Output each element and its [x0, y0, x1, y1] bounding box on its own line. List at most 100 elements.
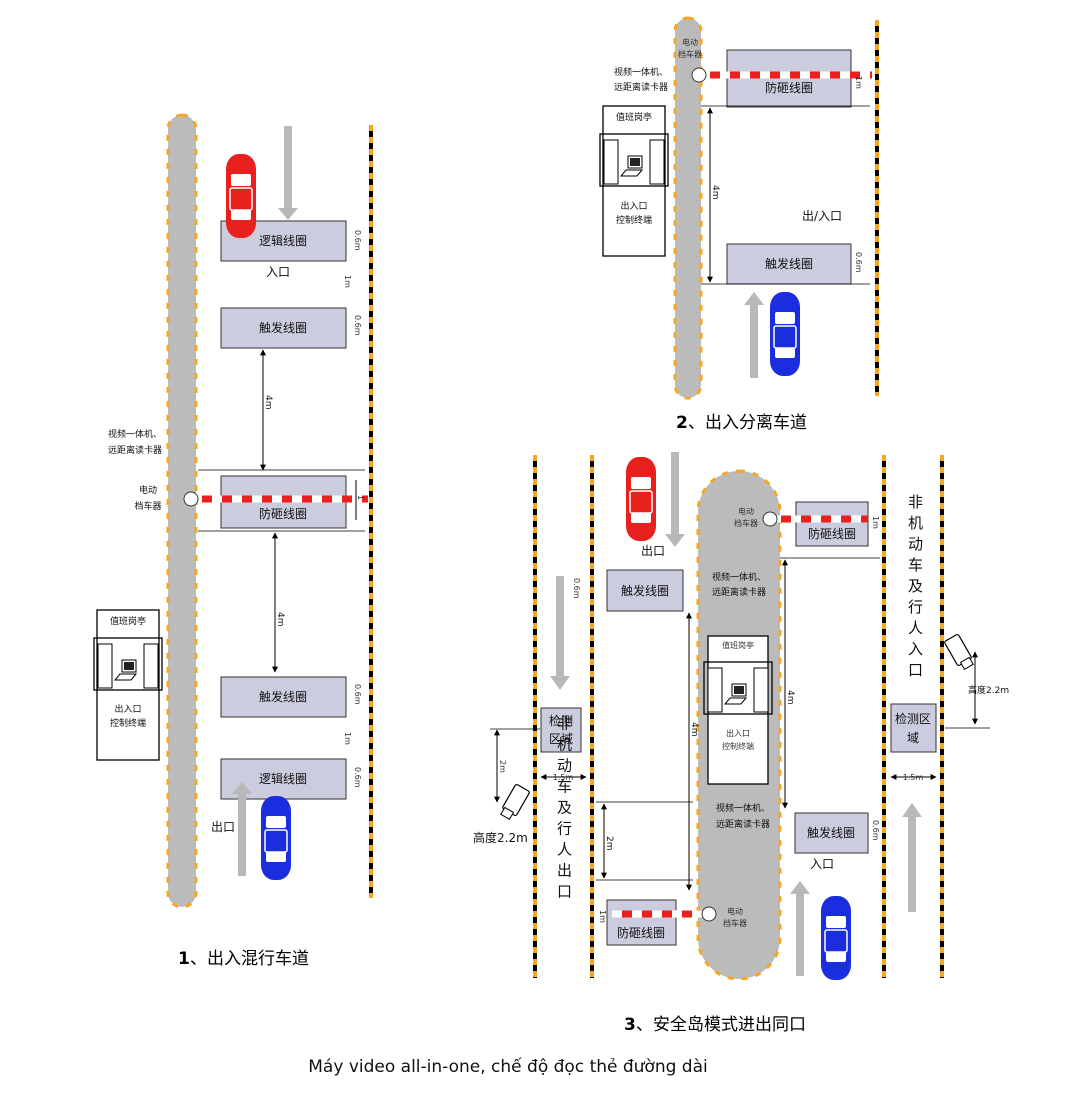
pedestrian-entry-label: 非机动车及行人入口 — [906, 494, 924, 683]
caption: Máy video all-in-one, chế độ đọc thẻ đườ… — [308, 1056, 707, 1077]
dim-4m-b: 4m — [275, 612, 285, 627]
camera-label-1a: 视频一体机、 — [108, 428, 162, 440]
dim-06-c: 0.6m — [353, 684, 362, 705]
barrier-label-2a: 电动 — [682, 37, 698, 47]
detect-box-left — [540, 707, 582, 753]
anti-smash-top-label: 防砸线圈 — [808, 526, 856, 541]
terminal-label-1a: 出入口 — [114, 703, 141, 715]
red-car-icon-3 — [625, 456, 657, 542]
barrier-label-1b: 档车器 — [134, 500, 161, 512]
camera-label-2b: 远距离读卡器 — [614, 81, 668, 93]
trigger-loop-exit — [606, 569, 684, 612]
trigger-loop-entry — [794, 812, 869, 854]
dim-1m-bottom-3: 1m — [598, 910, 607, 923]
exit-label-1: 出口 — [211, 820, 235, 834]
terminal-label-3a: 出入口 — [726, 728, 750, 738]
dim-06-right-3: 0.6m — [871, 820, 880, 841]
red-car-icon — [225, 153, 257, 239]
title-1: 、出入混行车道 — [190, 949, 309, 969]
pedestrian-exit-label: 非机动车及行人出口 — [555, 716, 573, 905]
dim-2m-left: 2m — [498, 760, 507, 773]
detect-right-1: 检测区 — [895, 711, 931, 726]
blue-car-icon-2 — [769, 291, 801, 377]
barrier-icon-3-bottom — [701, 906, 717, 922]
dim-15-right: 1.5m — [903, 773, 924, 782]
logic-loop-bottom-label: 逻辑线圈 — [259, 772, 307, 786]
title-2: 、出入分离车道 — [688, 413, 807, 433]
ped-exit-arrow — [550, 576, 570, 690]
dim-06-d: 0.6m — [353, 767, 362, 788]
dim-15-left: 1.5m — [553, 773, 574, 782]
in-out-label-2: 出/入口 — [802, 209, 842, 223]
blue-car-icon — [260, 795, 292, 881]
title-num-2: 2 — [676, 413, 688, 433]
trigger-loop-bottom — [220, 676, 347, 718]
anti-smash-label-2: 防砸线圈 — [765, 80, 813, 95]
diagram-3: 触发线圈 防砸线圈 触发线圈 防砸线圈 检测 区域 检测区 域 — [473, 452, 1009, 1035]
blue-car-icon-3 — [820, 895, 852, 981]
detect-right-2: 域 — [907, 731, 919, 745]
camera-label-2a: 视频一体机、 — [614, 66, 668, 78]
anti-smash-bottom-label: 防砸线圈 — [617, 925, 665, 940]
trigger-loop-2 — [726, 243, 852, 285]
height-right-label: 高度2.2m — [968, 684, 1009, 696]
terminal-label-2b: 控制终端 — [616, 214, 652, 226]
diagram-1: 逻辑线圈 触发线圈 防砸线圈 触发线圈 逻辑线圈 入口 出口 视频一体机、 远距… — [93, 113, 373, 969]
camera-label-3-top-b: 远距离读卡器 — [712, 586, 766, 598]
dim-1m-top-3: 1m — [871, 516, 880, 529]
terminal-label-2a: 出入口 — [620, 200, 647, 212]
detect-left-1: 检测 — [549, 713, 573, 728]
barrier-label-3-bot-b: 档车器 — [723, 918, 747, 928]
barrier-label-3-bot-a: 电动 — [727, 906, 743, 916]
terminal-label-1b: 控制终端 — [110, 717, 146, 729]
island-2 — [673, 16, 703, 400]
title-num-1: 1 — [178, 949, 190, 969]
trigger-label-2: 触发线圈 — [765, 256, 813, 271]
anti-smash-loop-label: 防砸线圈 — [259, 506, 307, 521]
barrier-icon-3-top — [762, 511, 778, 527]
trigger-loop-bottom-label: 触发线圈 — [259, 689, 307, 704]
trigger-loop-entry-label: 触发线圈 — [807, 825, 855, 840]
barrier-icon-2 — [691, 67, 707, 83]
dim-06-left-3: 0.6m — [572, 578, 581, 599]
dim-4m-a: 4m — [263, 395, 273, 410]
exit-arrow-3 — [665, 452, 685, 547]
dim-4m-right-3: 4m — [785, 690, 795, 705]
booth-label-3: 值班岗亭 — [722, 640, 754, 650]
barrier-label-3-top-b: 档车器 — [734, 518, 758, 528]
height-left-label: 高度2.2m — [473, 830, 528, 845]
booth-label-1: 值班岗亭 — [110, 615, 146, 627]
camera-label-1b: 远距离读卡器 — [108, 444, 162, 456]
lane-lines-3 — [533, 455, 944, 978]
camera-label-3-top-a: 视频一体机、 — [712, 571, 766, 583]
barrier-label-1a: 电动 — [139, 484, 157, 496]
camera-icon-left — [500, 783, 531, 820]
dim-4m-left-3: 4m — [689, 722, 699, 737]
title-num-3: 3 — [624, 1015, 636, 1035]
anti-smash-bottom — [606, 899, 677, 946]
dim-06-a: 0.6m — [353, 230, 362, 251]
barrier-icon — [183, 491, 199, 507]
entry-arrow-2 — [744, 292, 764, 378]
dim-1m-b: 1m — [343, 732, 352, 745]
dim-1-a: 1 — [356, 495, 365, 500]
camera-icon-right — [943, 633, 974, 670]
entrance-label-3: 入口 — [810, 857, 834, 871]
dim-06-b: 0.6m — [353, 315, 362, 336]
exit-arrow-1 — [232, 782, 252, 876]
title-3: 、安全岛模式进出同口 — [636, 1015, 806, 1035]
dim-4m-2: 4m — [710, 185, 720, 200]
camera-label-3-bot-a: 视频一体机、 — [716, 802, 770, 814]
detect-box-right — [890, 703, 937, 753]
barrier-label-3-top-a: 电动 — [738, 506, 754, 516]
trigger-loop-top — [220, 307, 347, 349]
island-1 — [166, 113, 198, 909]
trigger-loop-top-label: 触发线圈 — [259, 320, 307, 335]
exit-label-3: 出口 — [641, 544, 665, 558]
terminal-label-3b: 控制终端 — [722, 741, 754, 751]
trigger-loop-exit-label: 触发线圈 — [621, 583, 669, 598]
entry-arrow-1 — [278, 126, 298, 220]
camera-label-3-bot-b: 远距离读卡器 — [716, 818, 770, 830]
dim-06-2: 0.6m — [854, 252, 863, 273]
